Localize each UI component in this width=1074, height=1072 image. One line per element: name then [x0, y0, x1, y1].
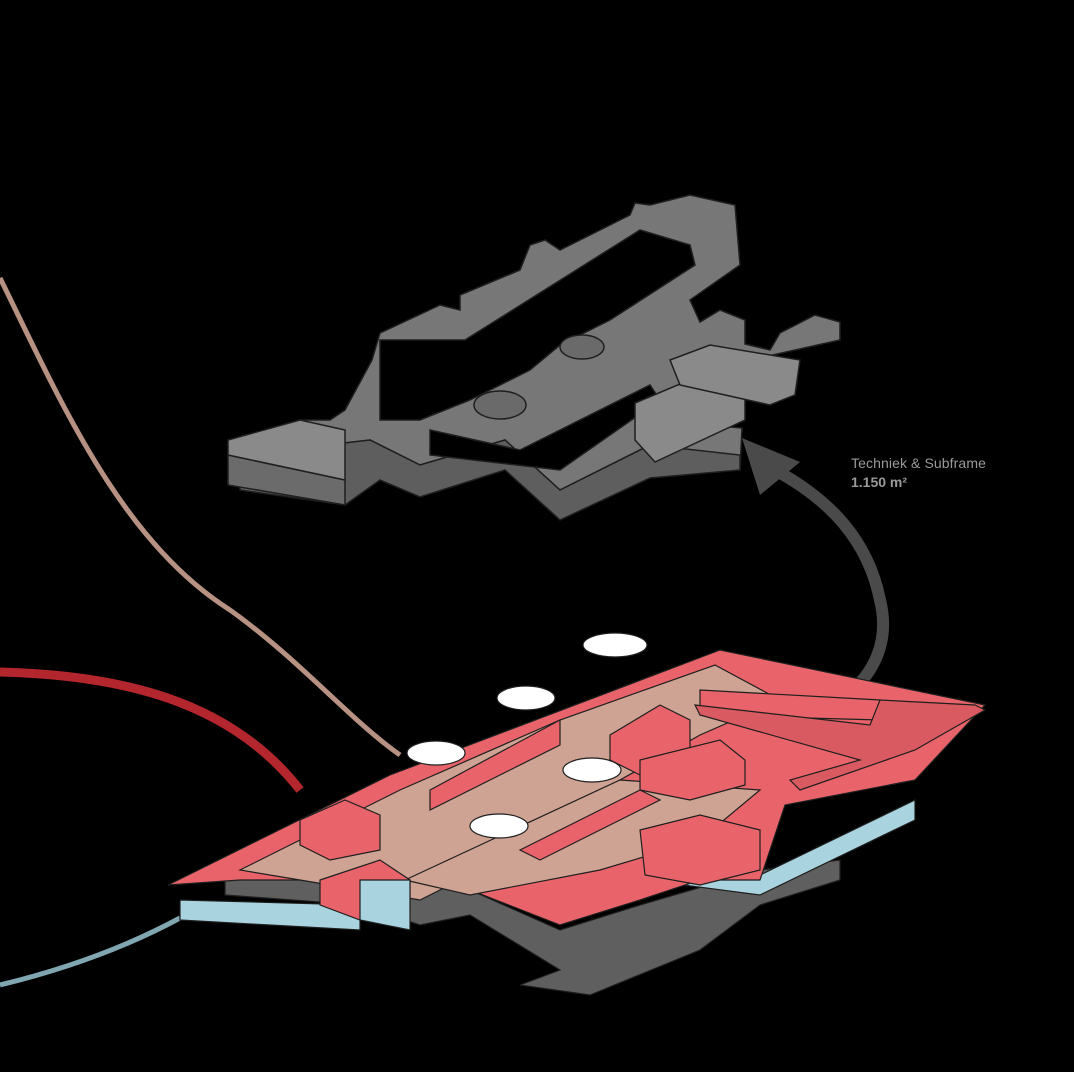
blue-leader-curve: [0, 915, 182, 988]
light-well-1: [582, 632, 648, 658]
red-leader-curve: [0, 667, 304, 793]
subframe-opening-2: [559, 334, 605, 360]
light-well-4: [562, 757, 622, 783]
subframe-volume: [227, 194, 841, 521]
subframe-opening-1: [473, 390, 527, 420]
beige-leader-curve: [0, 276, 402, 758]
techniek-subframe-label: Techniek & Subframe 1.150 m²: [851, 454, 986, 492]
techniek-subframe-area: 1.150 m²: [851, 474, 908, 490]
light-well-5: [469, 813, 529, 839]
light-well-3: [406, 740, 466, 766]
building-volume: [167, 632, 987, 996]
light-well-2: [496, 685, 556, 711]
techniek-subframe-name: Techniek & Subframe: [851, 455, 986, 471]
